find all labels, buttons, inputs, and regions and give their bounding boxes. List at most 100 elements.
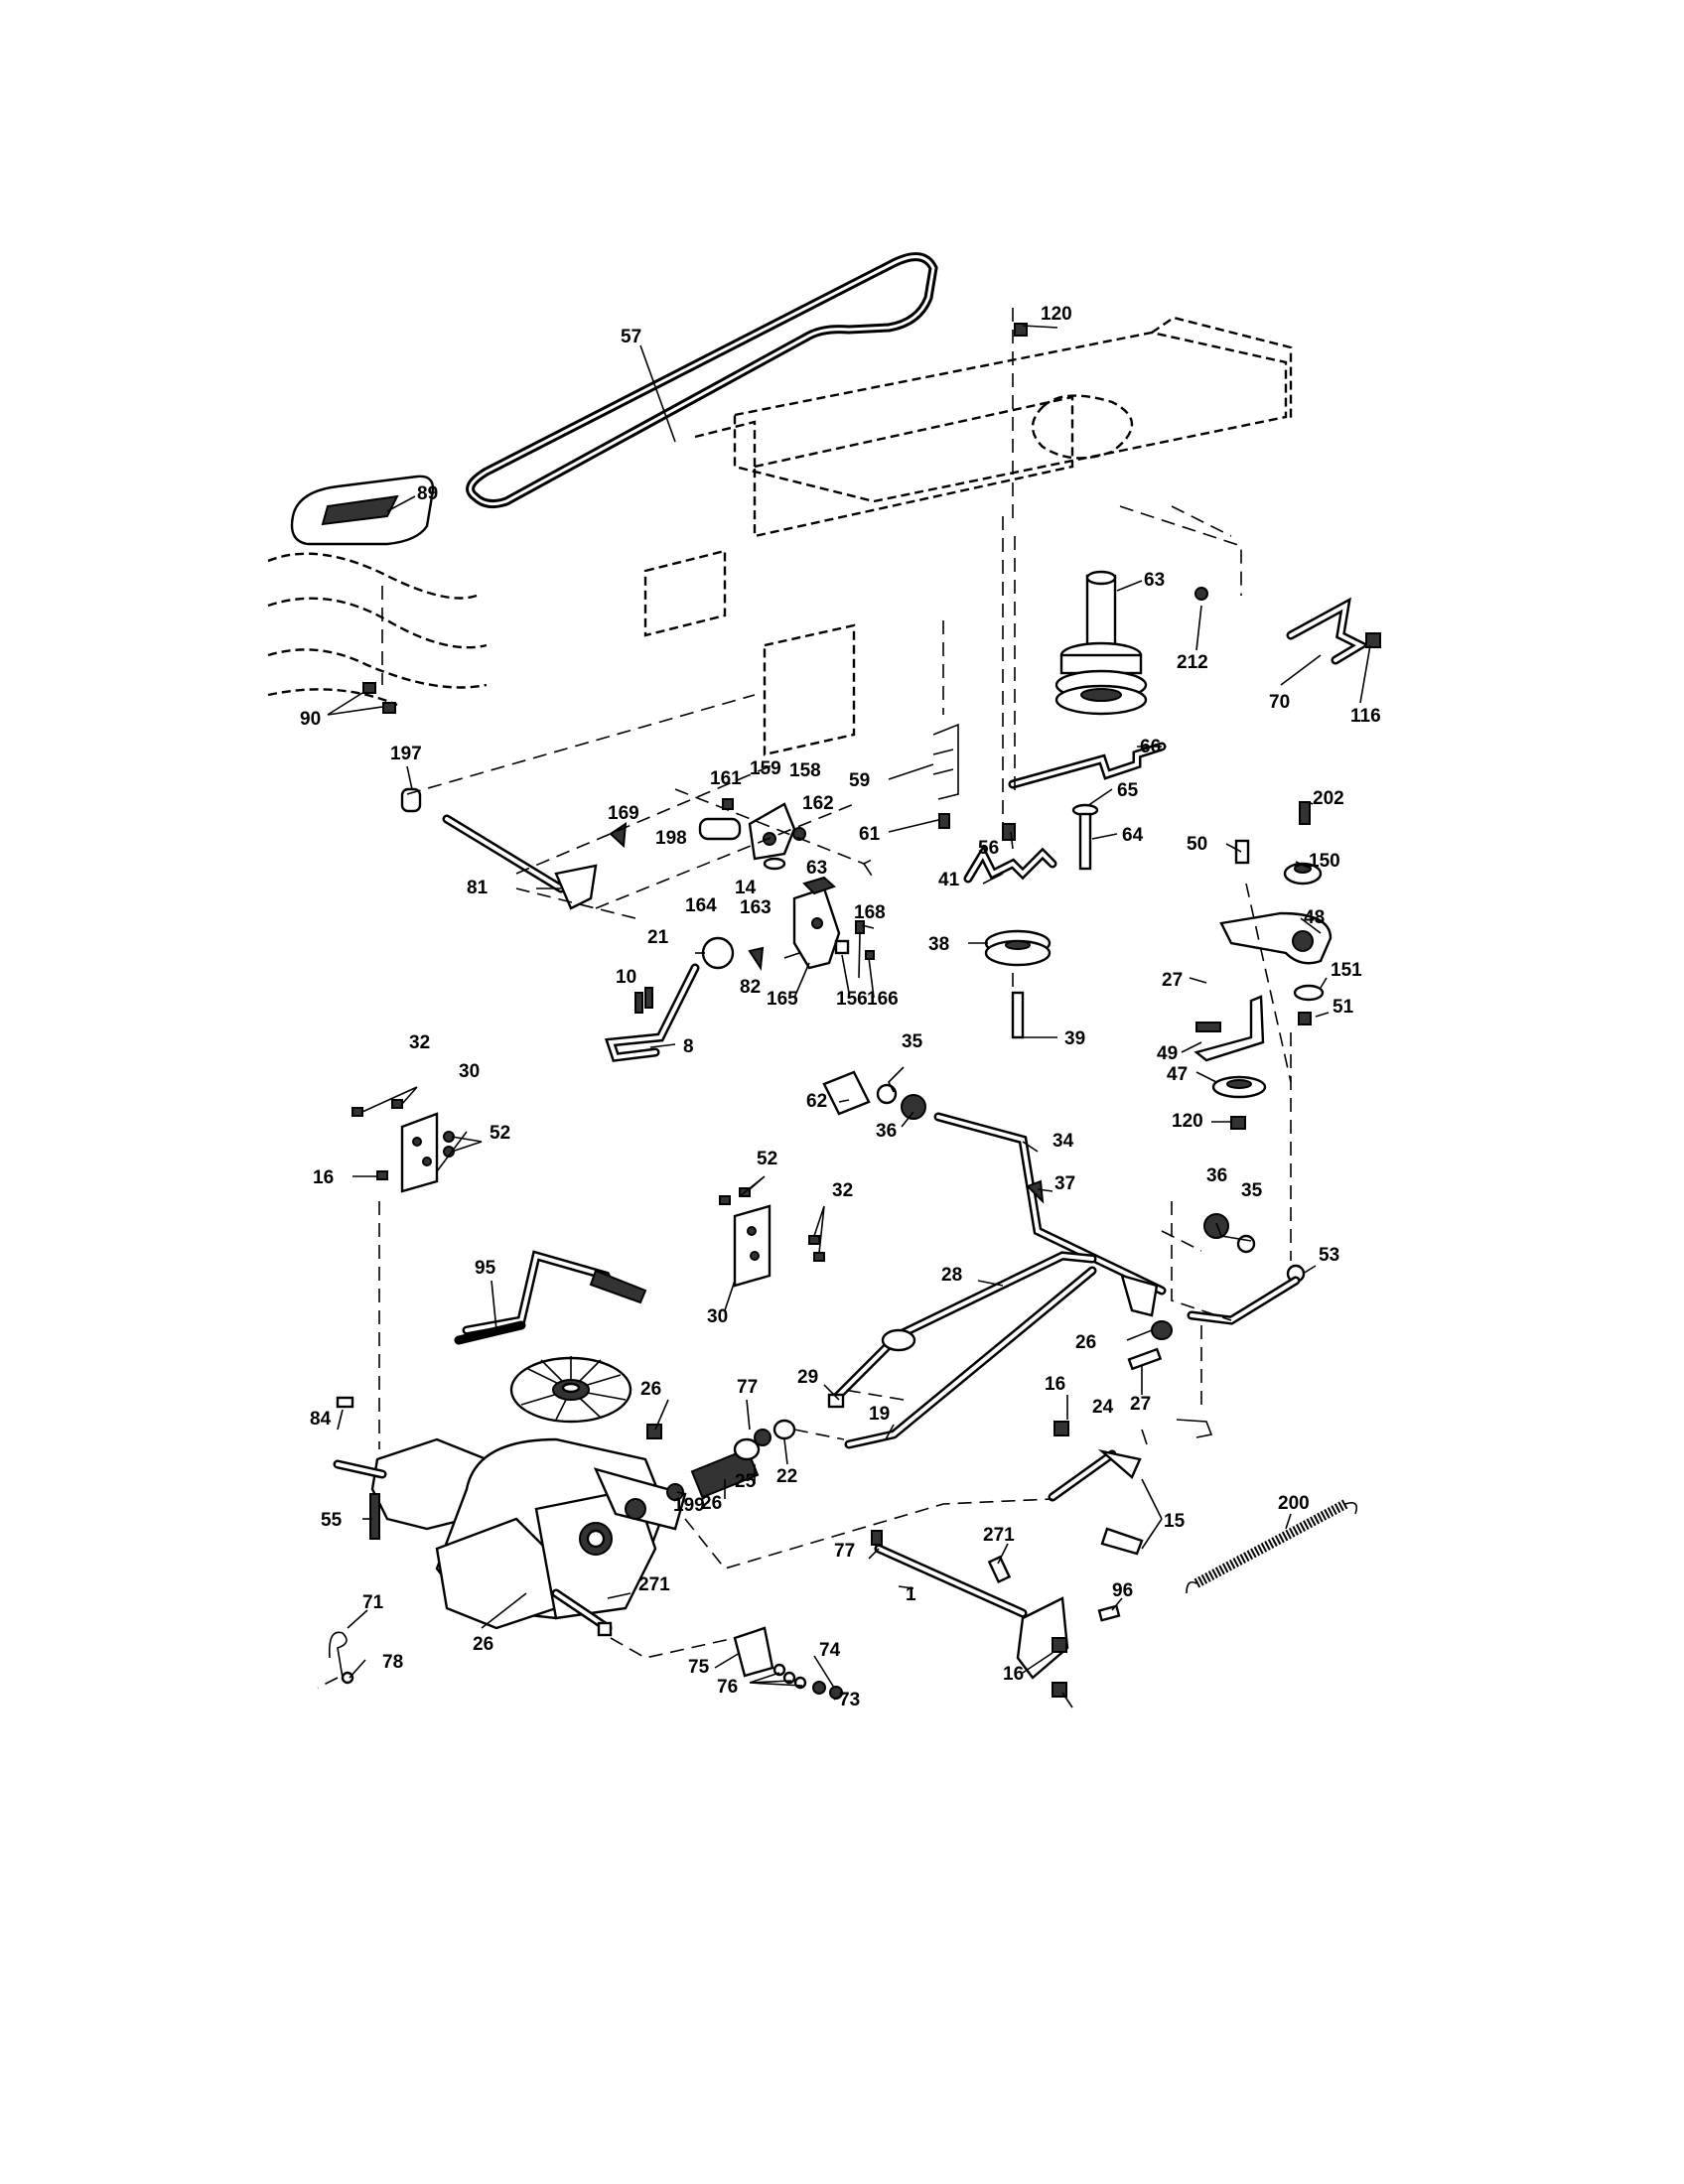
callout: 166: [867, 989, 899, 1010]
callout: 41: [938, 870, 960, 890]
callout: 32: [832, 1180, 853, 1201]
seat-frame-outline-icon: [267, 552, 488, 707]
callout: 16: [1003, 1664, 1024, 1685]
callout: 49: [1157, 1043, 1178, 1064]
cable-clip-icon: [932, 723, 959, 829]
alignment-lines: [317, 308, 1292, 1689]
callout: 84: [310, 1409, 332, 1430]
pin-27-icon: [1127, 1347, 1213, 1438]
callout: 159: [750, 758, 781, 779]
nut-212-icon: [1194, 587, 1208, 601]
frame-outline-icon: [643, 316, 1293, 756]
callout: 116: [1350, 706, 1381, 727]
callout: 90: [300, 709, 321, 730]
callout: 95: [475, 1258, 496, 1279]
nut-120-top-icon: [1014, 323, 1028, 337]
washer-26b-icon: [754, 1429, 772, 1446]
mounting-plate-left-icon: [351, 1099, 455, 1193]
callout: 55: [321, 1510, 343, 1531]
callout: 35: [1241, 1180, 1263, 1201]
callout: 162: [802, 793, 834, 814]
callout: 59: [849, 770, 870, 791]
pivot-bracket-icon: [609, 798, 806, 871]
callout: 212: [1177, 652, 1208, 673]
bolt-icon: [362, 682, 396, 714]
bushing-19-icon: [733, 1437, 761, 1461]
callout: 198: [655, 828, 687, 849]
callout: 164: [685, 895, 717, 916]
callout: 39: [1064, 1028, 1085, 1049]
idler-bracket-icon: [1219, 839, 1333, 1025]
callout: 38: [928, 934, 949, 955]
bolt-202-icon: [1299, 801, 1311, 825]
callout: 199: [673, 1495, 705, 1516]
callout: 63: [1144, 570, 1165, 591]
callout: 28: [941, 1265, 962, 1286]
callout: 25: [735, 1471, 757, 1492]
clutch-lever-rod-icon: [400, 787, 598, 910]
brake-link-71-icon: [871, 1530, 1121, 1698]
seat-pan-icon: [290, 475, 435, 546]
pin-77-right-icon: [597, 1621, 613, 1637]
callout: 10: [616, 967, 636, 988]
drive-belt-icon: [466, 252, 938, 509]
hook-rod-icon: [1286, 597, 1370, 665]
bolt-116-icon: [1365, 632, 1381, 648]
callout: 52: [757, 1149, 777, 1169]
callout: 56: [978, 838, 999, 859]
callout: 47: [1167, 1064, 1188, 1085]
washer-36-icon: [1203, 1213, 1229, 1239]
callout: 156: [836, 989, 868, 1010]
callout: 165: [767, 989, 798, 1010]
pin-77-left-icon: [336, 1396, 354, 1409]
callout: 8: [683, 1036, 694, 1057]
callout: 81: [467, 878, 489, 898]
callout: 16: [313, 1167, 334, 1188]
callout: 73: [839, 1690, 860, 1710]
cooling-fan-icon: [509, 1356, 632, 1424]
brake-rod-icon: [1008, 742, 1167, 789]
callout: 66: [1140, 737, 1161, 757]
callout: 53: [1319, 1245, 1339, 1266]
callout: 202: [1313, 788, 1344, 809]
callout: 200: [1278, 1493, 1310, 1514]
control-rods-icon: [827, 1251, 1097, 1449]
callout: 30: [459, 1061, 480, 1082]
shift-knob-icon: [701, 936, 735, 970]
callout: 150: [1309, 851, 1340, 872]
bolt-64-icon: [1078, 812, 1092, 871]
callout: 61: [859, 824, 881, 845]
bushing-icon: [822, 1070, 926, 1120]
callout: 51: [1333, 997, 1354, 1018]
callout: 16: [1045, 1374, 1065, 1395]
callout: 34: [1052, 1131, 1074, 1152]
callout: 77: [737, 1377, 758, 1398]
callout: 71: [362, 1592, 384, 1613]
callout: 35: [902, 1031, 923, 1052]
callout: 29: [797, 1367, 818, 1388]
nut-24-icon: [772, 1419, 796, 1440]
callout: 75: [688, 1657, 710, 1678]
callout: 158: [789, 760, 821, 781]
callout: 64: [1122, 825, 1144, 846]
callout: 37: [1054, 1173, 1075, 1194]
callout: 77: [834, 1541, 855, 1562]
callout: 36: [876, 1121, 897, 1142]
callout: 24: [1092, 1397, 1114, 1418]
callout: 26: [473, 1634, 493, 1655]
callout: 96: [1112, 1580, 1133, 1601]
bushing-74-icon: [733, 1626, 843, 1700]
callout: 151: [1331, 960, 1362, 981]
callout: 48: [1304, 907, 1325, 928]
tension-spring-55-icon: [1186, 1499, 1358, 1594]
callout: 78: [382, 1652, 403, 1673]
callout: 168: [854, 902, 886, 923]
brake-shaft-icon: [933, 1112, 1167, 1317]
callout: 57: [621, 327, 641, 347]
callout: 52: [490, 1123, 510, 1144]
callout: 197: [390, 744, 422, 764]
engine-pulley-icon: [1054, 570, 1148, 716]
callout: 62: [806, 1091, 827, 1112]
callout: 70: [1269, 692, 1290, 713]
